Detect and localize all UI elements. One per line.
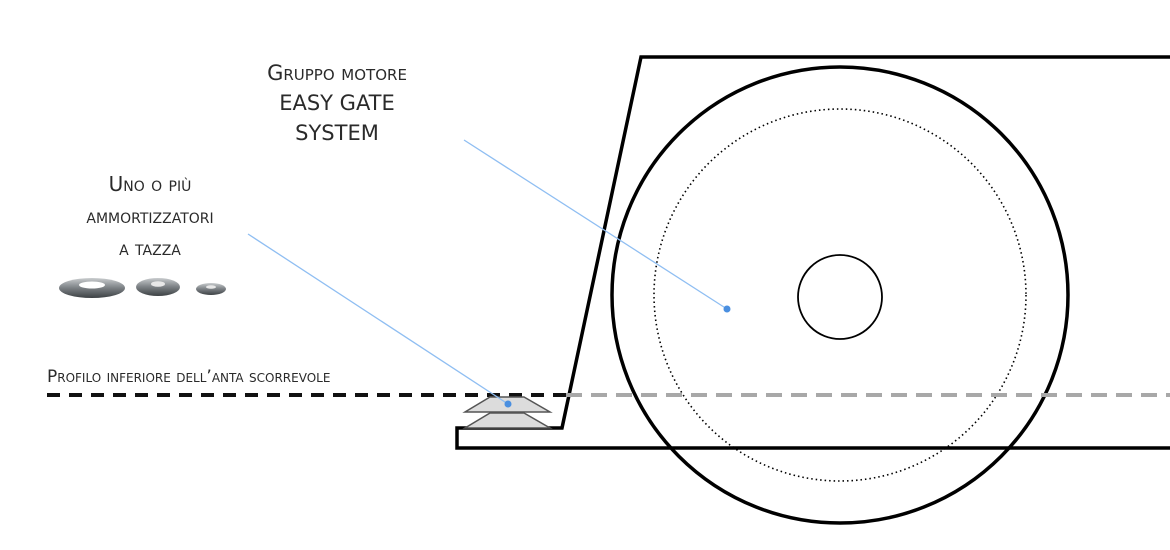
washer-small — [196, 283, 226, 295]
profile-label: Profilo inferiore dell’anta scorrevole — [47, 367, 331, 387]
motor-group-label-line1: Gruppo motore — [267, 61, 407, 85]
drive-wheel-hub — [797, 254, 883, 340]
washer-large — [59, 278, 125, 298]
washer-medium — [136, 278, 180, 296]
leader-line-dampers — [247, 233, 509, 405]
motor-group-label-line2: EASY GATE — [279, 91, 395, 115]
dampers-label: Uno o più ammortizzatori a tazza — [45, 168, 255, 264]
dampers-label-line3: a tazza — [119, 236, 181, 260]
cup-damper-stack — [462, 396, 553, 429]
dampers-label-line2: ammortizzatori — [86, 204, 214, 228]
drive-wheel-dotted-circle — [653, 108, 1027, 482]
motor-group-label: Gruppo motore EASY GATE SYSTEM — [222, 58, 452, 148]
leader-line-motor — [463, 139, 728, 310]
dampers-label-line1: Uno o più — [108, 172, 192, 196]
drive-wheel-outer — [610, 65, 1070, 525]
leader-dot-dampers — [504, 400, 512, 408]
leader-dot-motor — [723, 305, 731, 313]
motor-group-label-line3: SYSTEM — [295, 121, 379, 145]
